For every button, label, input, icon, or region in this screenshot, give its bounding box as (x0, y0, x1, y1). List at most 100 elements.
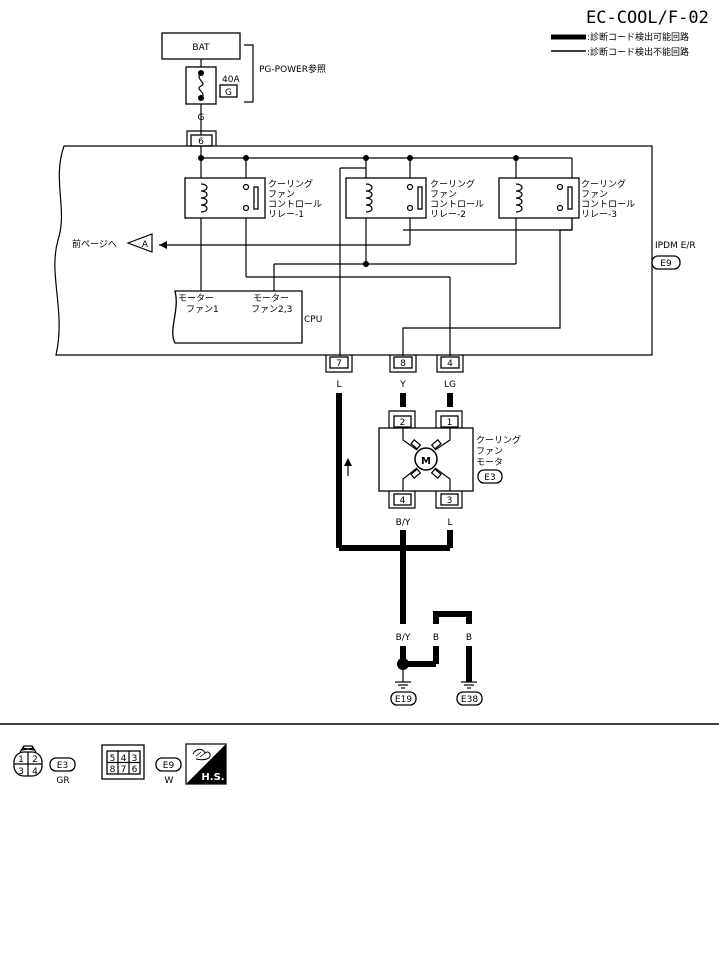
motor-pin-3: 3 (447, 496, 453, 506)
relay-2-armature (417, 186, 423, 210)
wire-label-l-7: L (336, 380, 341, 390)
legend-thick-label: :診断コード検出可能回路 (587, 31, 689, 43)
relay-3-contact-b (556, 204, 564, 212)
e3-legend-badge (49, 757, 76, 772)
motor-connector: E3 (484, 473, 495, 483)
page-code: EC-COOL/F-02 (586, 8, 709, 28)
relay-1-contact-a (242, 183, 250, 191)
e9-pin-4: 4 (121, 754, 127, 764)
motor-connector-badge (477, 469, 503, 484)
wire-label-g: G (198, 113, 205, 123)
e9-legend-badge (155, 757, 182, 772)
motor-symbol: M (421, 456, 431, 467)
e9-pin-5: 5 (110, 754, 116, 764)
wire-label-l-motor: L (447, 518, 452, 528)
relay-1-contact-b (242, 204, 250, 212)
relay-1-box (184, 177, 266, 219)
relay-3-armature (567, 186, 573, 210)
cpu-input-1-line1: モーター (178, 293, 214, 304)
pin-7-label: 7 (336, 359, 342, 369)
relay-1-text-3: コントロール (268, 200, 322, 210)
motor-brushes (402, 428, 451, 491)
relay-2-coil (365, 183, 373, 213)
current-arrow-head (344, 458, 352, 466)
cpu-label: CPU (304, 315, 322, 325)
motor-text-1: クーリング (476, 434, 521, 446)
e3-legend-id: E3 (57, 761, 68, 771)
ipdm-pin-7 (325, 355, 353, 373)
e3-pin-1: 1 (18, 755, 24, 765)
relay-3-text-2: ファン (581, 190, 608, 200)
e3-pin-4: 4 (32, 767, 38, 777)
ipdm-pin-8 (389, 355, 417, 373)
pg-power-ref: PG-POWER参照 (259, 63, 326, 75)
relay-3-box (498, 177, 580, 219)
e3-connector-face (13, 745, 43, 777)
fuse-amperage: 40A (222, 75, 240, 85)
e9-pin-3: 3 (132, 754, 138, 764)
junction-6 (363, 261, 369, 267)
ipdm-name: IPDM E/R (655, 241, 696, 251)
relay-1-text-2: ファン (268, 190, 295, 200)
e3-legend-color: GR (56, 776, 69, 786)
pin-4-label: 4 (447, 359, 453, 369)
wire-label-b1: B (433, 633, 439, 643)
motor-text-3: モータ (476, 457, 503, 468)
relay-2-box (345, 177, 427, 219)
wire-label-by-motor: B/Y (396, 518, 411, 528)
motor-pin-2: 2 (400, 418, 406, 428)
relay-1-coil (200, 183, 208, 213)
relay-3-text-1: クーリング (581, 178, 626, 190)
prev-page-marker: A (142, 240, 149, 250)
relay-3-text-4: リレー-3 (581, 210, 617, 220)
wire-label-b2: B (466, 633, 472, 643)
fuse-grid-box (219, 84, 238, 98)
pg-power-bracket (244, 44, 254, 103)
battery-label: BAT (192, 43, 210, 53)
motor-pin-4: 4 (400, 496, 406, 506)
prev-page-arrow (159, 241, 167, 249)
relay-2-text-3: コントロール (430, 200, 484, 210)
e3-pin-2: 2 (32, 755, 38, 765)
ipdm-connector: E9 (660, 259, 672, 269)
relay-1-armature (253, 186, 259, 210)
prev-page-label: 前ページへ (72, 238, 117, 250)
wire-thick-b-loop (433, 611, 472, 624)
ground-symbol-e19 (395, 670, 411, 689)
ground-e19-label: E19 (395, 695, 412, 705)
cpu-input-2-line2: ファン2,3 (251, 305, 292, 315)
ground-symbol-e38 (461, 681, 477, 689)
connector-6-shell (186, 130, 217, 146)
relay-3-coil (515, 183, 523, 213)
e9-legend-color: W (165, 776, 174, 786)
legend-thin-label: :診断コード検出不能回路 (587, 46, 689, 58)
relay-3-text-3: コントロール (581, 200, 635, 210)
wire-label-y: Y (399, 380, 406, 390)
e9-pin-6: 6 (132, 765, 138, 775)
junction-1 (198, 155, 204, 161)
pin-6-label: 6 (198, 137, 204, 147)
ipdm-pin-4 (436, 355, 464, 373)
motor-text-2: ファン (476, 447, 503, 457)
motor-symbol-circle (414, 447, 438, 471)
e9-connector-face (101, 744, 145, 780)
prev-page-flag (126, 233, 153, 253)
cpu-input-1-line2: ファン1 (186, 305, 219, 315)
relay-3-contact-a (556, 183, 564, 191)
ipdm-outline (54, 145, 653, 356)
relay-2-text-2: ファン (430, 190, 457, 200)
wire-label-lg: LG (444, 380, 456, 390)
relay-2-text-4: リレー-2 (430, 210, 466, 220)
relay-2-contact-a (406, 183, 414, 191)
motor-top-connector (388, 410, 463, 428)
ipdm-connector-badge (651, 255, 681, 270)
motor-pin-1: 1 (447, 418, 453, 428)
wire-label-by-ground: B/Y (396, 633, 411, 643)
hs-label: H.S. (201, 772, 224, 783)
motor-bottom-connector (388, 491, 463, 509)
fuse-element (198, 72, 204, 99)
battery-box (161, 32, 241, 60)
ground-e19-badge (390, 691, 417, 706)
hs-badge (185, 743, 227, 785)
